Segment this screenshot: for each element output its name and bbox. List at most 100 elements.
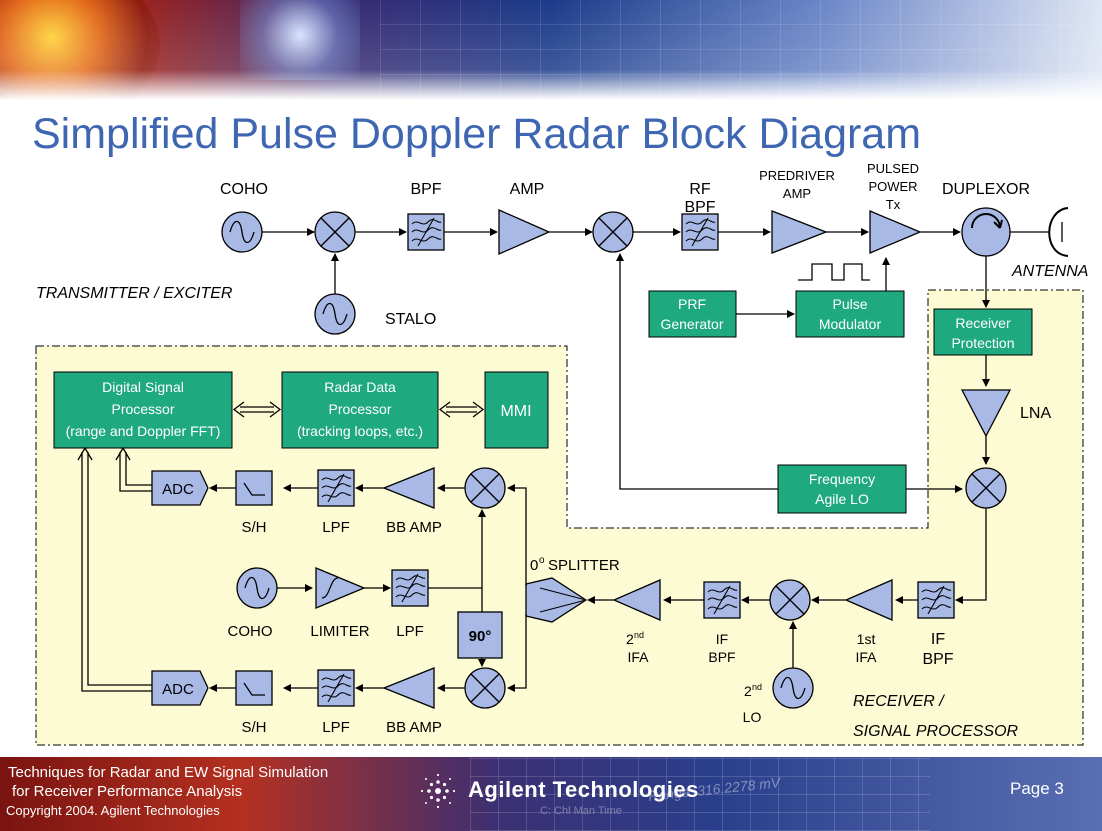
svg-text:PRF: PRF bbox=[678, 296, 706, 312]
rf-mixer bbox=[965, 467, 1007, 509]
antenna-icon bbox=[1048, 207, 1069, 257]
svg-text:LO: LO bbox=[743, 709, 762, 725]
coho-bottom-label: COHO bbox=[228, 623, 273, 640]
svg-text:Protection: Protection bbox=[951, 335, 1014, 351]
i-mixer bbox=[464, 467, 506, 509]
footer-bar: Techniques for Radar and EW Signal Simul… bbox=[0, 757, 1102, 831]
frequency-agile-lo-box: Frequency Agile LO bbox=[777, 464, 907, 514]
stalo-label: STALO bbox=[385, 311, 436, 328]
tx-label: Tx bbox=[886, 197, 901, 212]
second-ifa-triangle bbox=[612, 579, 661, 621]
channel-time-label: C: Chl Man Time bbox=[540, 805, 622, 817]
predriver-amp-triangle bbox=[771, 210, 828, 254]
svg-text:Receiver: Receiver bbox=[955, 315, 1011, 331]
splitter-label: 0 o SPLITTER bbox=[530, 555, 620, 574]
if-bpf-label-2: BPF bbox=[708, 649, 735, 665]
sh-bottom-label: S/H bbox=[241, 719, 266, 736]
phase-90-box: 90° bbox=[457, 611, 503, 659]
svg-text:Digital Signal: Digital Signal bbox=[102, 379, 184, 395]
coho-bottom-oscillator bbox=[236, 567, 278, 609]
q-mixer bbox=[464, 667, 506, 709]
svg-text:o: o bbox=[539, 555, 545, 566]
sh-bottom bbox=[235, 670, 273, 706]
adc-bottom-label: ADC bbox=[162, 681, 194, 698]
adc-to-dsp-bus bbox=[77, 446, 152, 692]
amp-label: AMP bbox=[510, 181, 545, 198]
lna-label: LNA bbox=[1020, 405, 1051, 422]
svg-text:Processor: Processor bbox=[111, 401, 174, 417]
pulse-waveform bbox=[798, 263, 870, 281]
second-lo-label: 2 nd LO bbox=[743, 682, 762, 725]
lna-triangle bbox=[960, 389, 1012, 438]
upconverter-mixer bbox=[314, 211, 356, 253]
limiter-triangle bbox=[315, 567, 366, 609]
page-number: Page 3 bbox=[1010, 779, 1064, 798]
if-bpf-filter-2 bbox=[703, 581, 741, 619]
svg-text:Modulator: Modulator bbox=[819, 316, 882, 332]
receiver-protection-box: Receiver Protection bbox=[933, 308, 1033, 356]
svg-text:MMI: MMI bbox=[500, 403, 531, 420]
stalo-oscillator bbox=[314, 293, 356, 335]
bb-amp-bottom-label: BB AMP bbox=[386, 719, 442, 736]
power-label: POWER bbox=[868, 179, 917, 194]
second-lo-oscillator bbox=[772, 667, 814, 709]
first-label: 1st bbox=[857, 631, 876, 647]
dsp-box: Digital Signal Processor (range and Dopp… bbox=[53, 371, 233, 449]
svg-text:2: 2 bbox=[744, 683, 752, 699]
agilent-spark-icon bbox=[420, 773, 456, 809]
receiver-label: RECEIVER / bbox=[853, 693, 945, 710]
svg-text:2: 2 bbox=[626, 631, 634, 647]
block-diagram: PRF Generator Pulse Modulator Receiver P… bbox=[35, 161, 1088, 746]
limiter-label: LIMITER bbox=[310, 623, 369, 640]
radar-data-processor-box: Radar Data Processor (tracking loops, et… bbox=[281, 371, 439, 449]
first-ifa-label: IFA bbox=[855, 649, 877, 665]
coho-top-label: COHO bbox=[220, 181, 268, 198]
svg-text:SPLITTER: SPLITTER bbox=[548, 557, 620, 574]
if-mixer bbox=[769, 579, 811, 621]
svg-text:Radar Data: Radar Data bbox=[324, 379, 396, 395]
svg-text:Frequency: Frequency bbox=[809, 471, 875, 487]
if-label: IF bbox=[931, 631, 945, 648]
svg-text:(tracking loops, etc.): (tracking loops, etc.) bbox=[297, 423, 423, 439]
sh-top-label: S/H bbox=[241, 519, 266, 536]
pulse-modulator-box: Pulse Modulator bbox=[795, 290, 905, 338]
svg-text:Generator: Generator bbox=[660, 316, 723, 332]
footer-line-2: for Receiver Performance Analysis bbox=[12, 783, 243, 800]
rf-bpf-label: BPF bbox=[684, 199, 715, 216]
lpf-bottom-filter bbox=[317, 669, 355, 707]
predriver-amp-label: AMP bbox=[783, 186, 811, 201]
lpf-top-filter bbox=[317, 469, 355, 507]
second-ifa-label: 2 nd IFA bbox=[626, 630, 649, 665]
bb-amp-top-triangle bbox=[382, 467, 435, 509]
sh-top bbox=[235, 470, 273, 506]
rdp-mmi-link bbox=[438, 401, 485, 418]
duplexor-label: DUPLEXOR bbox=[942, 181, 1030, 198]
bpf-label: BPF bbox=[410, 181, 441, 198]
svg-text:0: 0 bbox=[530, 557, 538, 574]
tx-mixer bbox=[592, 211, 634, 253]
bpf-filter bbox=[407, 213, 445, 251]
agilent-logo-text: Agilent Technologies bbox=[468, 777, 699, 802]
svg-text:(range and Doppler FFT): (range and Doppler FFT) bbox=[66, 423, 221, 439]
lpf-mid-label: LPF bbox=[396, 623, 424, 640]
duplexor-circulator bbox=[961, 207, 1011, 257]
if-label-2: IF bbox=[716, 631, 728, 647]
svg-text:90°: 90° bbox=[469, 628, 492, 645]
adc-top-label: ADC bbox=[162, 481, 194, 498]
lpf-bottom-label: LPF bbox=[322, 719, 350, 736]
pulsed-power-tx-triangle bbox=[869, 210, 922, 254]
svg-text:Processor: Processor bbox=[328, 401, 391, 417]
rf-bpf-filter bbox=[681, 213, 719, 251]
svg-text:Pulse: Pulse bbox=[832, 296, 867, 312]
header-banner bbox=[0, 0, 1102, 100]
bb-amp-top-label: BB AMP bbox=[386, 519, 442, 536]
if-bpf-filter bbox=[917, 581, 955, 619]
svg-text:IFA: IFA bbox=[627, 649, 649, 665]
prf-generator-box: PRF Generator bbox=[648, 290, 737, 338]
lpf-top-label: LPF bbox=[322, 519, 350, 536]
dsp-rdp-link bbox=[232, 401, 282, 418]
predriver-label: PREDRIVER bbox=[759, 168, 835, 183]
page-title: Simplified Pulse Doppler Radar Block Dia… bbox=[32, 110, 922, 158]
first-ifa-triangle bbox=[844, 579, 893, 621]
pulsed-label: PULSED bbox=[867, 161, 919, 176]
